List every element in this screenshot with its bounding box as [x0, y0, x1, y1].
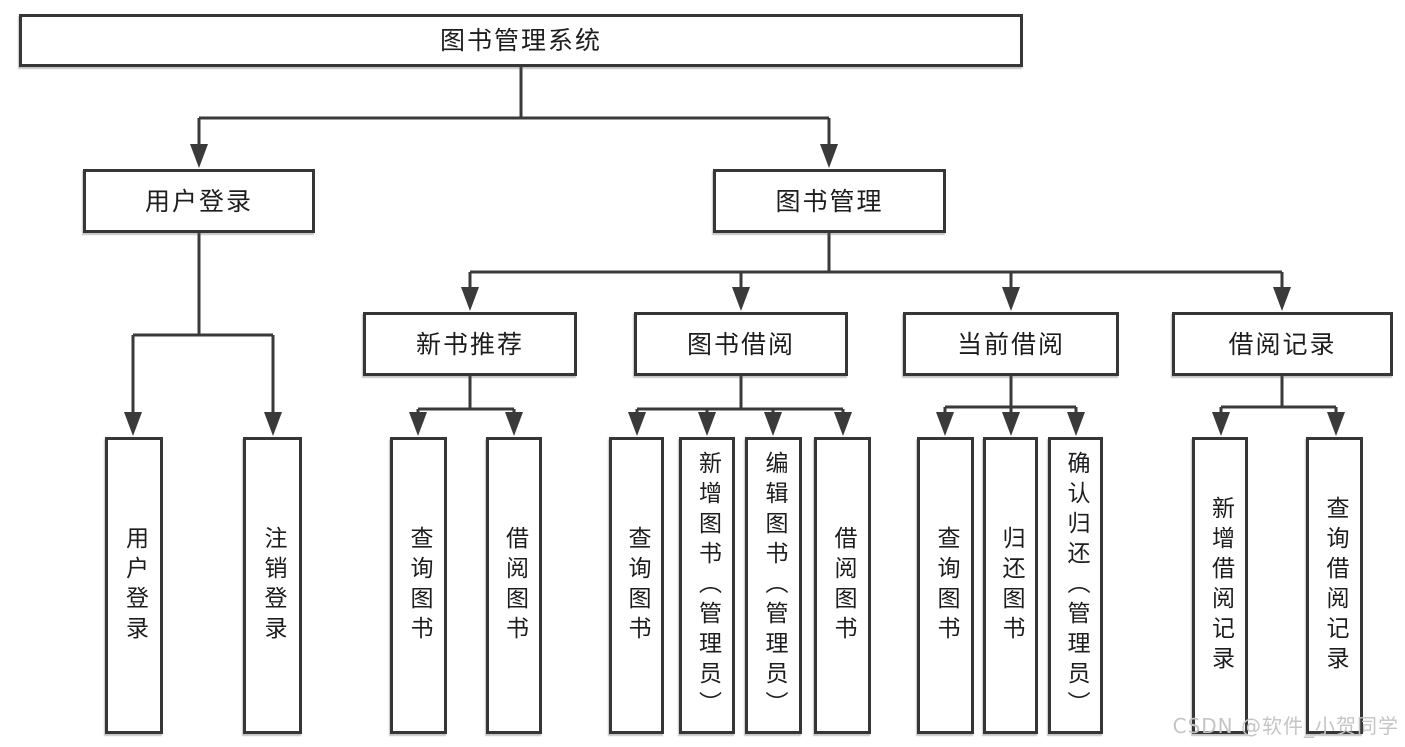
node-edit-book-admin: 编辑图书（管理员）	[745, 437, 802, 734]
node-add-borrow-record: 新增借阅记录	[1192, 437, 1248, 734]
node-query-borrow-record: 查询借阅记录	[1306, 437, 1363, 734]
node-new-book-recommend: 新书推荐	[363, 312, 577, 376]
node-query-books-borrow: 查询图书	[609, 437, 664, 734]
node-user-login-leaf: 用户登录	[105, 437, 163, 734]
node-logout-leaf: 注销登录	[243, 437, 302, 734]
node-query-books-current: 查询图书	[917, 437, 974, 734]
node-book-borrow: 图书借阅	[634, 312, 848, 376]
node-add-book-admin: 新增图书（管理员）	[679, 437, 735, 734]
node-query-books-recommend: 查询图书	[390, 437, 447, 734]
node-book-management: 图书管理	[713, 169, 946, 233]
node-confirm-return-admin: 确认归还（管理员）	[1048, 437, 1103, 734]
node-return-book: 归还图书	[983, 437, 1038, 734]
node-borrow-books-leaf: 借阅图书	[814, 437, 871, 734]
csdn-watermark: CSDN @软件_小贺同学	[1172, 714, 1399, 738]
node-root: 图书管理系统	[19, 14, 1023, 67]
node-user-login: 用户登录	[83, 169, 315, 233]
node-borrow-records: 借阅记录	[1172, 312, 1393, 376]
node-current-borrow: 当前借阅	[903, 312, 1119, 376]
node-borrow-books-recommend: 借阅图书	[486, 437, 542, 734]
